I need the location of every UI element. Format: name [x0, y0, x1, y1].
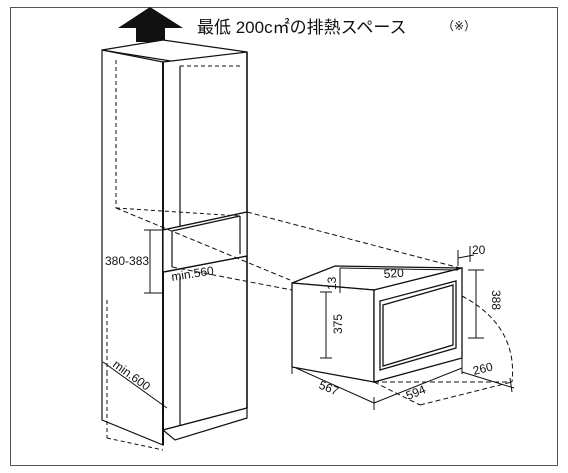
exhaust-arrow-icon	[118, 7, 183, 42]
built-in-oven	[291, 265, 463, 383]
projection-lines	[115, 207, 461, 291]
door-swing-label: 260	[471, 359, 494, 378]
cabinet-dimension-lines	[102, 229, 248, 409]
tall-cabinet	[101, 39, 248, 446]
exhaust-caption-note: （※）	[442, 19, 476, 33]
opening-height-label: 380-383	[105, 254, 149, 268]
inner-height-label: 375	[331, 314, 345, 334]
exhaust-caption: 最低 200c㎡の排熱スペース	[197, 18, 407, 37]
oven-width-outer-label: 594	[404, 382, 428, 403]
top-gap-label: 13	[325, 276, 339, 290]
oven-height-label: 388	[489, 290, 503, 310]
cabinet-hidden-lines	[106, 60, 241, 451]
oven-width-inner-label: 567	[317, 378, 341, 399]
oven-depth-label: 520	[383, 266, 404, 281]
diagram-border	[10, 7, 558, 466]
front-frame-label: 20	[472, 243, 486, 257]
oven-dimension-lines	[291, 246, 515, 410]
door-swing-lines	[373, 295, 514, 406]
